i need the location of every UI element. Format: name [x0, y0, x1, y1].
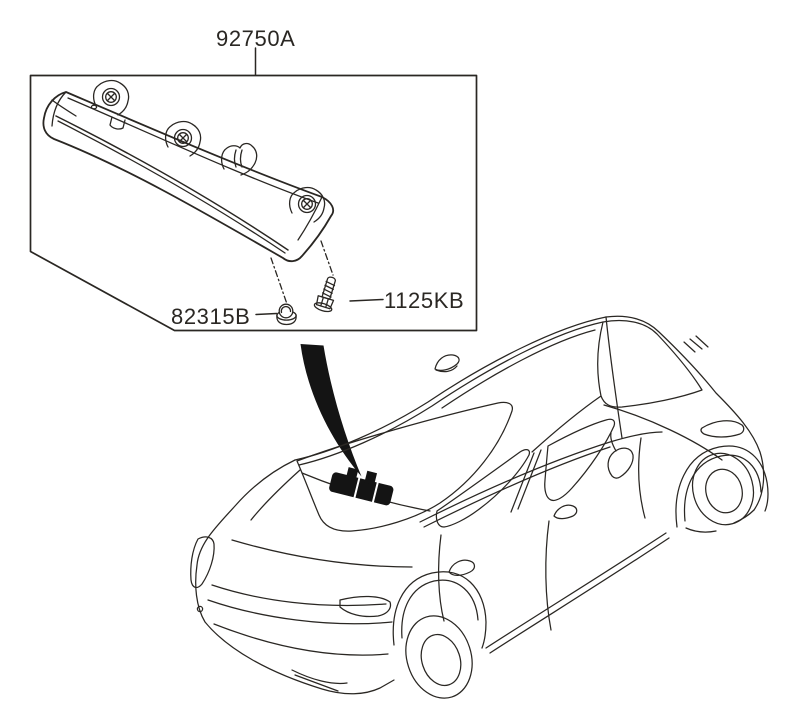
hmsl-location-marker	[329, 467, 394, 506]
bolt-drawing	[313, 276, 384, 313]
fastener-leader-lines	[270, 240, 334, 305]
grommet-drawing	[255, 303, 297, 326]
connector-1125KB	[349, 298, 384, 302]
parts-box	[29, 74, 478, 332]
callout-92750A[interactable]: 92750A	[216, 26, 296, 51]
connector-82315B	[255, 312, 278, 316]
callout-82315B[interactable]: 82315B	[171, 304, 251, 329]
stop-lamp-drawing	[42, 79, 335, 263]
car-drawing	[190, 315, 769, 699]
callout-1125KB[interactable]: 1125KB	[384, 288, 465, 313]
